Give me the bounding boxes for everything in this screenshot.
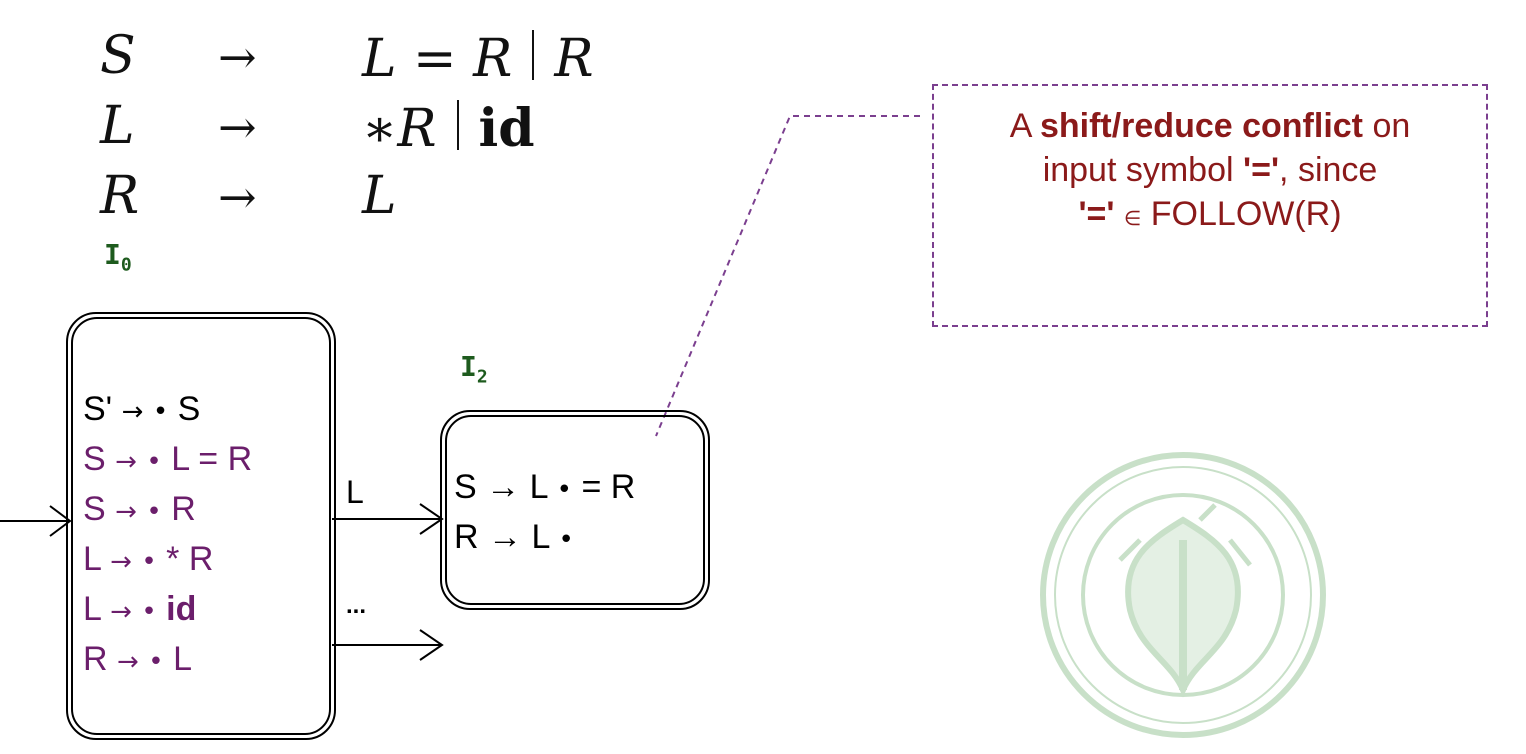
edge-arrow-other (332, 629, 444, 661)
dot-marker: • (152, 397, 169, 427)
item-lhs: R (83, 640, 108, 678)
state-items-i2: S → L • = R R → L • (454, 464, 635, 564)
item-before-dot: R → L (454, 518, 550, 556)
grammar-alt: id (478, 98, 535, 159)
item-rhs: L = R (171, 440, 253, 478)
edge-arrow-l (332, 503, 444, 535)
lr-item: R → • L (83, 636, 252, 686)
arrow-symbol: → (117, 647, 139, 677)
item-rhs: L (173, 640, 192, 678)
dot-marker: • (148, 647, 164, 677)
grammar-alt: L (362, 166, 397, 226)
state-box-i0 (66, 312, 336, 740)
callout-text-part: , since (1279, 151, 1378, 189)
arrow-symbol: → (110, 597, 132, 627)
conflict-callout: A shift/reduce conflict on input symbol … (932, 84, 1488, 327)
grammar-arrow: → (218, 100, 257, 154)
callout-text: A shift/reduce conflict on input symbol … (934, 104, 1486, 241)
callout-line-3: '=' ∈ FOLLOW(R) (934, 192, 1486, 241)
lr-item: S → L • = R (454, 464, 635, 514)
item-rhs: R (171, 490, 196, 528)
grammar-alt: ∗R (362, 99, 437, 159)
grammar-alt: L = R (362, 29, 513, 89)
alt-bar (532, 30, 535, 80)
callout-text-part: A (1009, 107, 1040, 145)
lr-item: R → L • (454, 514, 635, 564)
callout-line-2: input symbol '=', since (934, 148, 1486, 192)
dot-marker: • (146, 447, 162, 477)
edge-label-l: L (346, 474, 364, 510)
state-label-i2: I2 (460, 350, 488, 388)
alt-bar (456, 100, 459, 150)
lr-item: S' → • S (83, 386, 252, 436)
edge-label-other: ... (346, 592, 367, 619)
item-rhs: S (177, 390, 201, 428)
item-after-dot: = R (581, 468, 636, 506)
state-label-sub: 2 (476, 366, 488, 388)
callout-emphasis: shift/reduce conflict (1039, 107, 1364, 145)
arrow-symbol: → (115, 497, 137, 527)
item-lhs: S' (83, 390, 113, 428)
callout-text-part: on (1363, 107, 1411, 145)
state-box-inner (445, 415, 705, 605)
arrow-symbol: → (110, 547, 132, 577)
grammar-arrow: → (218, 30, 257, 84)
state-label-letter: I (104, 238, 121, 271)
grammar-lhs: R (100, 166, 140, 226)
start-arrow (0, 505, 72, 537)
item-lhs: S (83, 440, 106, 478)
item-lhs: L (83, 540, 101, 578)
state-label-i0: I0 (104, 238, 132, 276)
item-lhs: S (83, 490, 106, 528)
item-rhs: * R (166, 540, 214, 578)
callout-emphasis: '=' (1243, 151, 1280, 189)
dot-marker: • (558, 525, 574, 555)
dot-marker: • (141, 597, 157, 627)
item-lhs: L (83, 590, 101, 628)
lr-item: L → • id (83, 586, 252, 636)
lr-item: L → • * R (83, 536, 252, 586)
state-box-inner (71, 317, 331, 735)
state-items-i0: S' → • S S → • L = R S → • R L → • * R L… (83, 386, 252, 686)
element-of-symbol: ∈ (1123, 208, 1142, 230)
item-rhs: id (166, 590, 197, 628)
arrow-symbol: → (115, 447, 137, 477)
dot-marker: • (146, 497, 162, 527)
state-label-letter: I (460, 350, 477, 383)
grammar-lhs: L (100, 96, 135, 156)
grammar-alt: R (554, 29, 594, 89)
lr-item: S → • R (83, 486, 252, 536)
university-seal-icon (1040, 452, 1326, 738)
state-label-sub: 0 (120, 254, 132, 276)
callout-text-part: input symbol (1042, 151, 1244, 189)
lr-item: S → • L = R (83, 436, 252, 486)
callout-leader-line (655, 115, 920, 437)
callout-line-1: A shift/reduce conflict on (934, 104, 1486, 148)
dot-marker: • (141, 547, 157, 577)
item-before-dot: S → L (454, 468, 548, 506)
arrow-symbol: → (121, 397, 144, 427)
grammar-lhs: S (100, 26, 136, 86)
callout-text-part: FOLLOW(R) (1141, 195, 1342, 233)
state-box-i2 (440, 410, 710, 610)
grammar-arrow: → (218, 170, 257, 224)
dot-marker: • (556, 475, 573, 505)
callout-emphasis: '=' (1078, 195, 1115, 233)
